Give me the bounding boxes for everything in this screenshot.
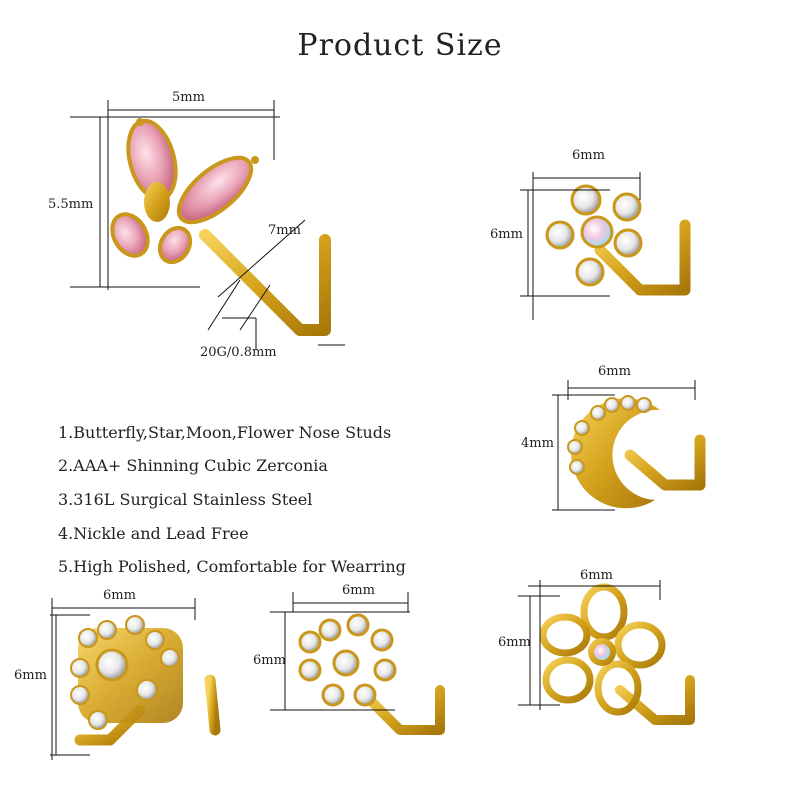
star-height-label: 6mm [490,227,523,242]
feature-item: 5.High Polished, Comfortable for Wearrin… [58,557,406,576]
feature-item: 3.316L Surgical Stainless Steel [58,490,313,509]
page-title: Product Size [297,28,503,63]
star-width-label: 6mm [572,148,605,163]
moon-stud-icon [567,395,706,509]
butterfly-stud-icon [110,118,331,336]
snowflake-stud-icon [298,613,445,735]
cluster-height-label: 6mm [14,668,47,683]
feature-item: 2.AAA+ Shinning Cubic Zerconia [58,456,328,475]
moon-dimension-lines [552,380,696,511]
feature-item: 1.Butterfly,Star,Moon,Flower Nose Studs [58,423,392,442]
cluster-width-label: 6mm [103,588,136,603]
flower-dimension-lines [518,580,661,710]
flower-width-label: 6mm [580,568,613,583]
star-dimension-lines [520,172,641,320]
snowflake-width-label: 6mm [342,583,375,598]
cluster-dimension-lines [50,598,196,760]
cluster-stud-icon [70,615,221,746]
star-stud-icon [545,184,691,296]
snowflake-height-label: 6mm [253,653,286,668]
moon-width-label: 6mm [598,364,631,379]
butterfly-width-label: 5mm [172,90,205,105]
feature-item: 4.Nickle and Lead Free [58,524,249,543]
gauge-label: 20G/0.8mm [200,345,277,360]
flower-stud-icon [539,583,695,725]
butterfly-height-label: 5.5mm [48,197,94,212]
butterfly-length-label: 7mm [268,223,301,238]
moon-height-label: 4mm [521,436,554,451]
flower-height-label: 6mm [498,635,531,650]
snowflake-dimension-lines [270,592,410,711]
butterfly-dimension-lines [70,100,345,350]
